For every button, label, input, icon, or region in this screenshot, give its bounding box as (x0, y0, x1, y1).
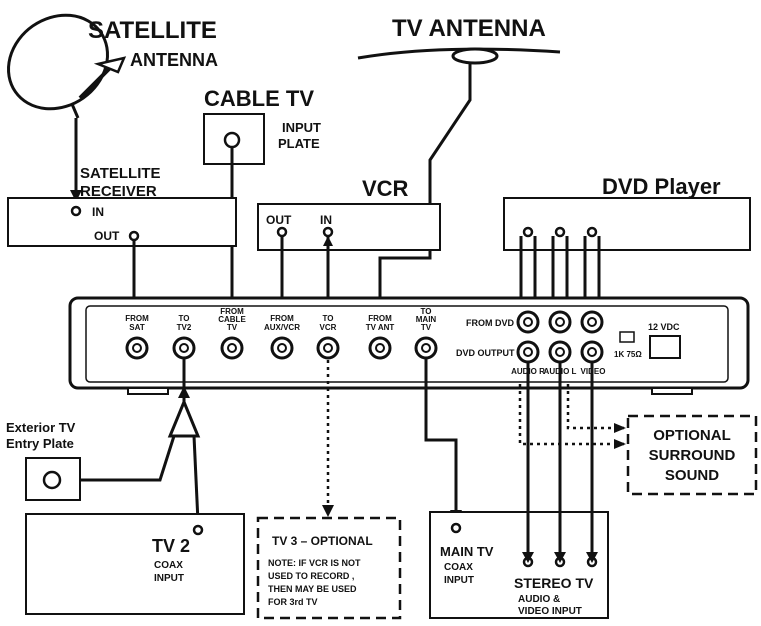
port-from-sat-label-top: FROM (125, 314, 149, 323)
stereo-tv-label: STEREO TV (514, 575, 594, 591)
satellite-antenna-label: SATELLITE (88, 17, 217, 44)
dvd-jack-3 (586, 226, 598, 238)
cable-plate-jack (223, 131, 241, 149)
tv-antenna-label: TV ANTENNA (392, 15, 546, 42)
satellite-dish-icon (6, 13, 127, 119)
port-to-main-label: TV (421, 323, 432, 332)
panel-port-labels: FROM SAT TO TV2 FROM CABLE TV FROM AUX/V… (125, 307, 436, 332)
port-from-cable-label-mid: CABLE (218, 315, 246, 324)
tv2-coax-jack (192, 524, 204, 536)
main-tv-input-label: INPUT (444, 575, 474, 586)
tv2-box (25, 513, 245, 615)
port-to-vcr-label-top: TO (323, 314, 334, 323)
tv2-coax-label: COAX (154, 560, 183, 571)
main-tv-coax-label: COAX (444, 562, 473, 573)
exterior-plate-label-2: Entry Plate (6, 436, 74, 451)
port-from-sat-label: SAT (129, 323, 145, 332)
dvd-player-box (503, 197, 751, 251)
receiver-in-jack (70, 205, 82, 217)
cable-tv-label: CABLE TV (204, 86, 314, 111)
arrow-down-icon (522, 552, 534, 563)
port-from-cable-label-top: FROM (220, 307, 244, 316)
from-dvd-label: FROM DVD (466, 318, 514, 328)
port-from-aux-label: AUX/VCR (264, 323, 300, 332)
input-plate-label-2: PLATE (278, 136, 320, 151)
arrow-down-icon (554, 552, 566, 563)
vcr-in-jack (322, 226, 334, 238)
port-to-vcr-label: VCR (320, 323, 337, 332)
stereo-audio-label: AUDIO & (518, 594, 560, 605)
arrow-right-icon (614, 439, 626, 449)
vcr-box (257, 203, 441, 251)
port-to-main-label-top: TO (421, 307, 432, 316)
rca-jacks (516, 310, 604, 364)
port-from-ant-label: TV ANT (366, 323, 395, 332)
splitter-icon (167, 398, 201, 438)
vcr-out-jack (276, 226, 288, 238)
main-tv-label: MAIN TV (440, 544, 494, 559)
receiver-out-jack (128, 230, 140, 242)
port-to-tv2-label-top: TO (179, 314, 190, 323)
arrow-right-icon (614, 423, 626, 433)
distribution-panel (68, 296, 750, 395)
tv3-note-1: NOTE: IF VCR IS NOT (268, 558, 361, 568)
arrow-up-icon (178, 386, 190, 398)
tv3-note-2: USED TO RECORD , (268, 571, 354, 581)
tv3-title: TV 3 – OPTIONAL (272, 534, 373, 548)
surround-wire-l (566, 384, 624, 430)
exterior-plate-label: Exterior TV (6, 420, 76, 435)
port-to-main-label-mid: MAIN (416, 315, 437, 324)
tv-antenna-icon (357, 47, 561, 65)
tv3-note-4: FOR 3rd TV (268, 597, 318, 607)
port-from-cable-label: TV (227, 323, 238, 332)
main-tv-coax-jack (450, 522, 462, 534)
panel-coax-jacks (125, 336, 438, 360)
surround-sound-box (626, 414, 758, 496)
vcr-label: VCR (362, 176, 409, 201)
arrow-down-icon (586, 552, 598, 563)
arrow-up-icon (323, 236, 333, 246)
switch-label: 1K 75Ω (614, 350, 642, 359)
satellite-receiver-label-2: RECEIVER (80, 183, 157, 200)
satellite-receiver-box (7, 197, 237, 247)
arrow-down-icon (70, 190, 82, 202)
surround-label-3: SOUND (665, 467, 719, 484)
vcr-in-label: IN (320, 213, 332, 227)
splitter-to-tv2-wire (192, 435, 200, 523)
power-label: 12 VDC (648, 322, 680, 332)
port-from-aux-label-top: FROM (270, 314, 294, 323)
satellite-receiver-label: SATELLITE (80, 165, 161, 182)
stereo-video-input-label: VIDEO INPUT (518, 606, 582, 617)
tv3-note-3: THEN MAY BE USED (268, 584, 357, 594)
surround-label-1: OPTIONAL (653, 427, 731, 444)
receiver-out-label: OUT (94, 229, 120, 243)
exterior-plate-jack (42, 470, 62, 490)
tv2-input-label: INPUT (154, 573, 184, 584)
arrow-down-icon (322, 505, 334, 517)
panel-to-main-tv-wire (424, 358, 458, 520)
receiver-in-label: IN (92, 205, 104, 219)
tv2-label: TV 2 (152, 536, 190, 556)
dvd-player-label: DVD Player (602, 174, 721, 199)
input-plate-label: INPUT (282, 120, 321, 135)
surround-label-2: SURROUND (649, 447, 736, 464)
port-to-tv2-label: TV2 (177, 323, 192, 332)
vcr-out-label: OUT (266, 213, 292, 227)
satellite-antenna-label-2: ANTENNA (130, 50, 218, 70)
dvd-output-label: DVD OUTPUT (456, 348, 515, 358)
splitter-to-exterior-wire (62, 435, 176, 482)
dvd-jack-2 (554, 226, 566, 238)
impedance-switch (619, 331, 635, 343)
port-from-ant-label-top: FROM (368, 314, 392, 323)
tv3-optional-box (256, 516, 402, 620)
power-jack (649, 335, 681, 359)
dvd-jack-1 (522, 226, 534, 238)
surround-wire-r (518, 384, 624, 446)
